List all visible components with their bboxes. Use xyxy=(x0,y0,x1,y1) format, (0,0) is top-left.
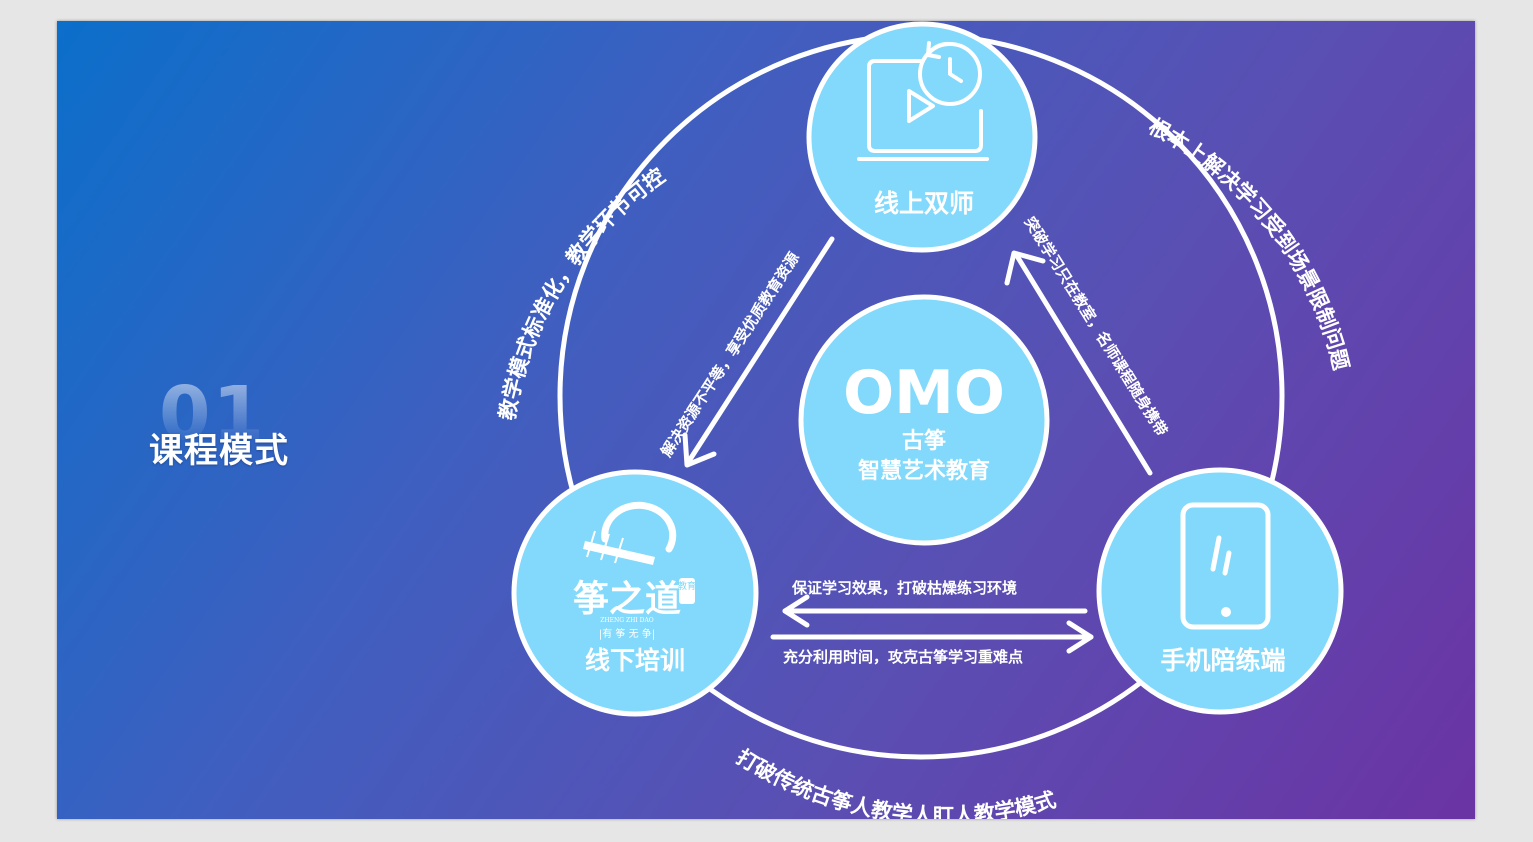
logo-pinyin: ZHENG ZHI DAO xyxy=(600,617,654,624)
section-number: 01 xyxy=(159,371,266,457)
node-online-label: 线上双师 xyxy=(874,189,974,218)
video-lesson-clock-icon xyxy=(857,41,989,161)
logo-sub: |有 筝 无 争| xyxy=(599,627,655,640)
guzheng-logo: 筝之道 教育 ZHENG ZHI DAO |有 筝 无 争| xyxy=(573,501,696,640)
slide: 01 课程模式 教学模式标准化，教学环节可控 根本上解决学习受到场景限制问题 打… xyxy=(57,21,1475,819)
arrow-label-mobile-to-offline: 保证学习效果，打破枯燥练习环境 xyxy=(791,579,1017,597)
arc-label-left: 教学模式标准化，教学环节可控 xyxy=(495,164,669,422)
arrow-label-offline-to-mobile: 充分利用时间，攻克古筝学习重难点 xyxy=(783,648,1023,666)
logo-text: 筝之道 xyxy=(573,578,681,620)
logo-seal: 教育 xyxy=(678,580,696,592)
tablet-icon xyxy=(1180,502,1271,630)
center-line2: 智慧艺术教育 xyxy=(858,458,990,484)
node-offline-label: 线下培训 xyxy=(585,646,685,675)
center-title: OMO xyxy=(843,358,1005,428)
arrow-mobile-to-offline xyxy=(782,594,1088,628)
arrow-label-online-to-offline: 解决资源不平等，享受优质教育资源 xyxy=(657,249,803,460)
arrow-mobile-to-online xyxy=(1004,250,1153,476)
center-node: OMO 古筝 智慧艺术教育 xyxy=(798,294,1050,546)
arrow-online-to-offline xyxy=(682,236,835,468)
omo-diagram: 教学模式标准化，教学环节可控 根本上解决学习受到场景限制问题 打破传统古筝人教学… xyxy=(495,21,1353,819)
arrow-offline-to-mobile xyxy=(770,620,1094,654)
node-mobile: 手机陪练端 xyxy=(1096,467,1344,715)
node-mobile-label: 手机陪练端 xyxy=(1160,646,1285,675)
node-offline: 筝之道 教育 ZHENG ZHI DAO |有 筝 无 争| 线下培训 xyxy=(511,469,759,717)
center-line1: 古筝 xyxy=(902,428,946,454)
node-online: 线上双师 xyxy=(806,21,1038,253)
section-title: 课程模式 xyxy=(149,431,289,471)
